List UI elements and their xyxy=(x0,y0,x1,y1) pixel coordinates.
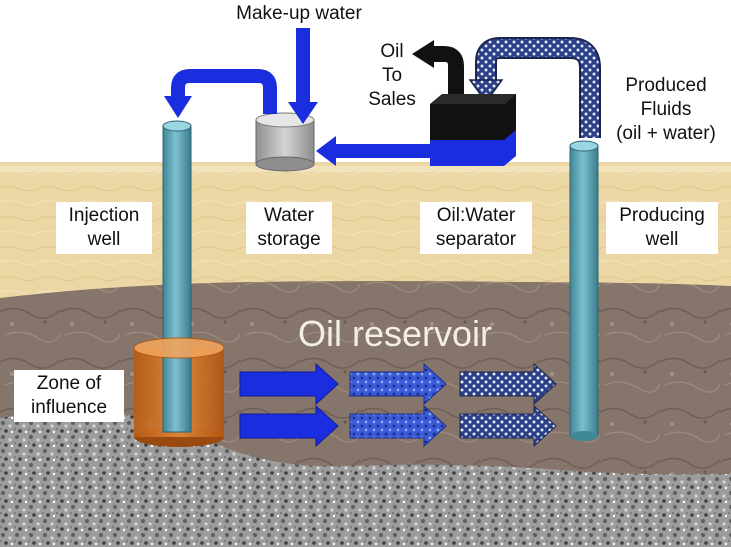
producing-well-bottom xyxy=(570,431,598,441)
zone-of-influence-label: Zone of influence xyxy=(14,370,124,422)
flow-arrow-fluid-1 xyxy=(459,362,557,406)
produced-fluids-label: Produced Fluids (oil + water) xyxy=(616,75,716,144)
injection-well-top xyxy=(162,120,192,132)
separator-water-section xyxy=(430,140,504,166)
makeup-water-pipe xyxy=(296,28,310,104)
surface-line xyxy=(0,166,731,172)
storage-to-injection-pipe xyxy=(171,69,277,114)
separator-label: Oil:Water separator xyxy=(420,202,532,254)
separator-to-storage-pipe xyxy=(334,144,430,158)
separator-oil-section xyxy=(430,104,504,140)
storage-to-injection-arrowhead xyxy=(164,96,192,118)
flow-arrow-mix-1 xyxy=(349,362,447,406)
separator-top-face xyxy=(430,94,516,104)
separator-side-oil xyxy=(504,94,516,140)
producing-well-top xyxy=(569,140,599,152)
flow-arrow-fluid-2 xyxy=(459,404,557,448)
injection-well-label: Injection well xyxy=(56,202,152,254)
oil-to-sales-label: Oil To Sales xyxy=(368,41,416,110)
produced-fluids-pipe xyxy=(477,39,599,138)
separator-to-storage-arrowhead xyxy=(316,136,336,166)
injection-well-pipe xyxy=(162,125,192,433)
water-storage-label: Water storage xyxy=(246,202,332,254)
producing-well-pipe xyxy=(569,145,599,437)
makeup-water-label: Make-up water xyxy=(236,3,362,24)
water-storage-bottom xyxy=(255,156,315,172)
flow-arrow-mix-2 xyxy=(349,404,447,448)
oil-reservoir-label: Oil reservoir xyxy=(298,313,493,354)
makeup-water-arrowhead xyxy=(288,102,318,124)
flow-arrows xyxy=(239,362,557,448)
oil-to-sales-pipe xyxy=(432,46,464,94)
zone-top xyxy=(133,337,225,359)
producing-well-label: Producing well xyxy=(606,202,718,254)
produced-fluids-arrowhead xyxy=(468,79,504,104)
flow-arrow-water-2 xyxy=(239,404,339,448)
flow-arrow-water-1 xyxy=(239,362,339,406)
oil-to-sales-arrowhead xyxy=(412,40,434,68)
